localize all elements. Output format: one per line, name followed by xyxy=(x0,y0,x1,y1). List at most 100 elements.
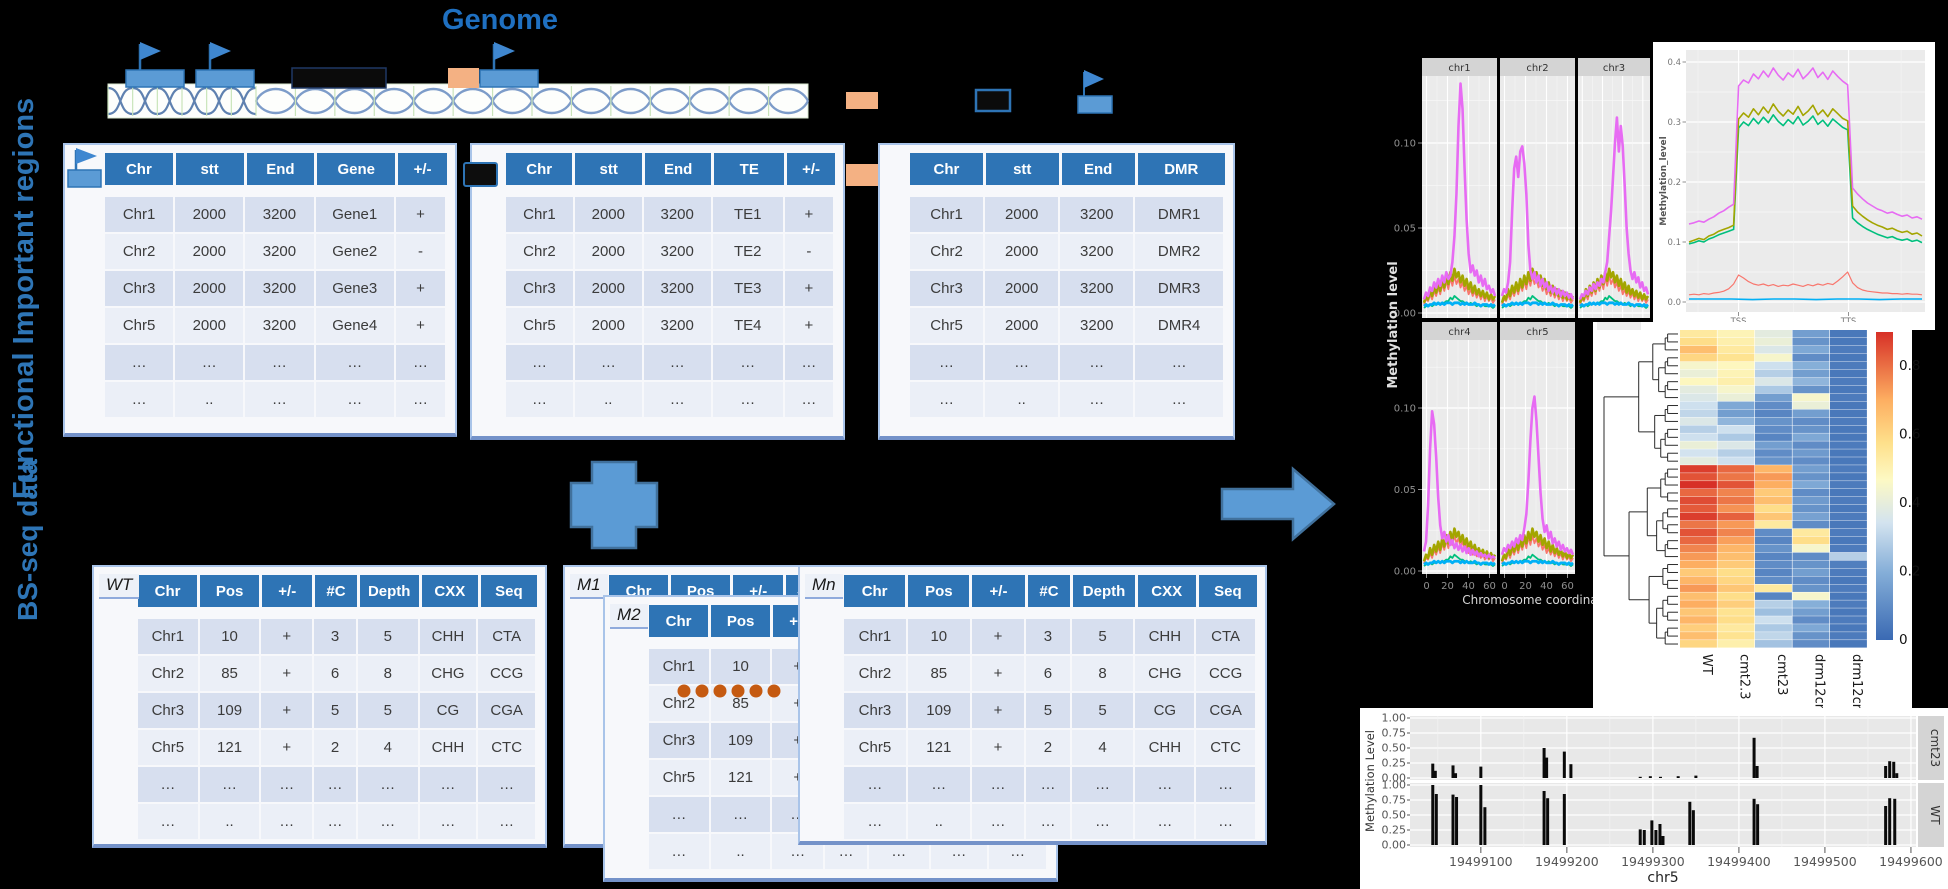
table-cell: … xyxy=(138,804,198,839)
table-cell: … xyxy=(643,345,711,380)
column-header: Seq xyxy=(1198,575,1257,607)
table-cell: 3200 xyxy=(1060,234,1134,269)
table-cell: Chr3 xyxy=(649,723,709,758)
table-cell: Chr3 xyxy=(138,693,198,728)
svg-text:19499400: 19499400 xyxy=(1707,854,1771,869)
column-header: End xyxy=(246,153,315,185)
svg-text:0.25: 0.25 xyxy=(1382,757,1407,770)
column-header: stt xyxy=(985,153,1059,185)
table-cell: + xyxy=(395,197,445,232)
table-cell: 5 xyxy=(1071,619,1134,654)
column-header: Pos xyxy=(711,605,771,637)
table-cell: 3200 xyxy=(643,197,711,232)
table-cell: Chr5 xyxy=(506,308,573,343)
column-header: Chr xyxy=(844,575,906,607)
column-header: Gene xyxy=(317,153,396,185)
table-cell: Chr2 xyxy=(910,234,984,269)
column-header: stt xyxy=(575,153,642,185)
table-cell: … xyxy=(712,345,783,380)
svg-text:0.2: 0.2 xyxy=(1667,178,1681,188)
table-cell: … xyxy=(105,382,174,417)
table-cell: … xyxy=(357,767,418,802)
svg-text:WT: WT xyxy=(1699,654,1714,675)
column-header: End xyxy=(1061,153,1135,185)
column-header: CXX xyxy=(1137,575,1196,607)
table-label-wt: WT xyxy=(99,574,140,599)
table-cell: 2000 xyxy=(985,197,1059,232)
table-cell: … xyxy=(844,767,906,802)
column-header: Chr xyxy=(138,575,198,607)
svg-text:0: 0 xyxy=(1899,632,1908,648)
table-cell: + xyxy=(971,656,1025,691)
svg-text:19499600: 19499600 xyxy=(1879,854,1943,869)
table-cell: … xyxy=(784,382,833,417)
table-cell: … xyxy=(506,382,573,417)
legend-te-swatch xyxy=(974,88,1012,113)
column-header: Seq xyxy=(480,575,537,607)
table-cell: CHH xyxy=(1135,619,1195,654)
table-cell: 3200 xyxy=(245,308,314,343)
table-cell: 5 xyxy=(1026,693,1070,728)
column-header: +/- xyxy=(972,575,1025,607)
table-cell: … xyxy=(419,767,477,802)
table-cell: 2000 xyxy=(175,197,244,232)
table-cell: .. xyxy=(574,382,642,417)
svg-text:drm12cm: drm12cm xyxy=(1812,654,1827,716)
table-cell: 2000 xyxy=(574,271,642,306)
table-cell: … xyxy=(649,834,709,869)
table-cell: Chr5 xyxy=(138,730,198,765)
svg-text:20: 20 xyxy=(1441,581,1454,592)
genome-diagram xyxy=(107,42,1113,119)
table-cell: 2000 xyxy=(985,308,1059,343)
column-header: #C xyxy=(315,575,357,607)
svg-text:0.05: 0.05 xyxy=(1394,224,1416,235)
table-cell: CGA xyxy=(478,693,535,728)
svg-text:chr1: chr1 xyxy=(1448,63,1470,74)
table-cell: Gene1 xyxy=(315,197,394,232)
svg-text:0.8: 0.8 xyxy=(1899,358,1920,374)
table-cell: + xyxy=(971,693,1025,728)
table-cell: 85 xyxy=(907,656,970,691)
svg-text:cmt23: cmt23 xyxy=(1774,654,1789,695)
genome-title: Genome xyxy=(441,4,559,36)
table-cell: 3200 xyxy=(245,234,314,269)
table-cell: 109 xyxy=(199,693,260,728)
table-cell: … xyxy=(1196,804,1255,839)
table-cell: 121 xyxy=(710,760,771,795)
table-cell: Chr3 xyxy=(910,271,984,306)
table-cell: … xyxy=(315,382,394,417)
table-cell: CHG xyxy=(419,656,477,691)
table-cell: .. xyxy=(199,804,260,839)
table-cell: 5 xyxy=(357,693,418,728)
svg-text:1.00: 1.00 xyxy=(1382,779,1407,792)
svg-text:0.50: 0.50 xyxy=(1382,809,1407,822)
table-cell: 10 xyxy=(199,619,260,654)
table-cell: Chr2 xyxy=(138,656,198,691)
column-header: Depth xyxy=(1073,575,1135,607)
legend-dmr-swatch xyxy=(846,92,878,109)
svg-text:chr2: chr2 xyxy=(1526,63,1548,74)
svg-text:60: 60 xyxy=(1561,581,1574,592)
svg-text:0.00: 0.00 xyxy=(1382,772,1407,785)
table-cell: 4 xyxy=(1071,730,1134,765)
table-cell: 2000 xyxy=(175,234,244,269)
table-cell: 6 xyxy=(1026,656,1070,691)
gene-box-icon xyxy=(479,42,539,88)
table-cell: … xyxy=(1135,804,1195,839)
table-cell: Chr3 xyxy=(844,693,906,728)
table-cell: 5 xyxy=(314,693,356,728)
table-cell: 85 xyxy=(710,686,771,721)
table-cell: Chr5 xyxy=(910,308,984,343)
table-cell: CG xyxy=(419,693,477,728)
table-cell: DMR4 xyxy=(1135,308,1223,343)
table-cell: DMR1 xyxy=(1135,197,1223,232)
table-cell: + xyxy=(784,197,833,232)
table-cell: + xyxy=(261,656,313,691)
column-header: TE xyxy=(714,153,785,185)
